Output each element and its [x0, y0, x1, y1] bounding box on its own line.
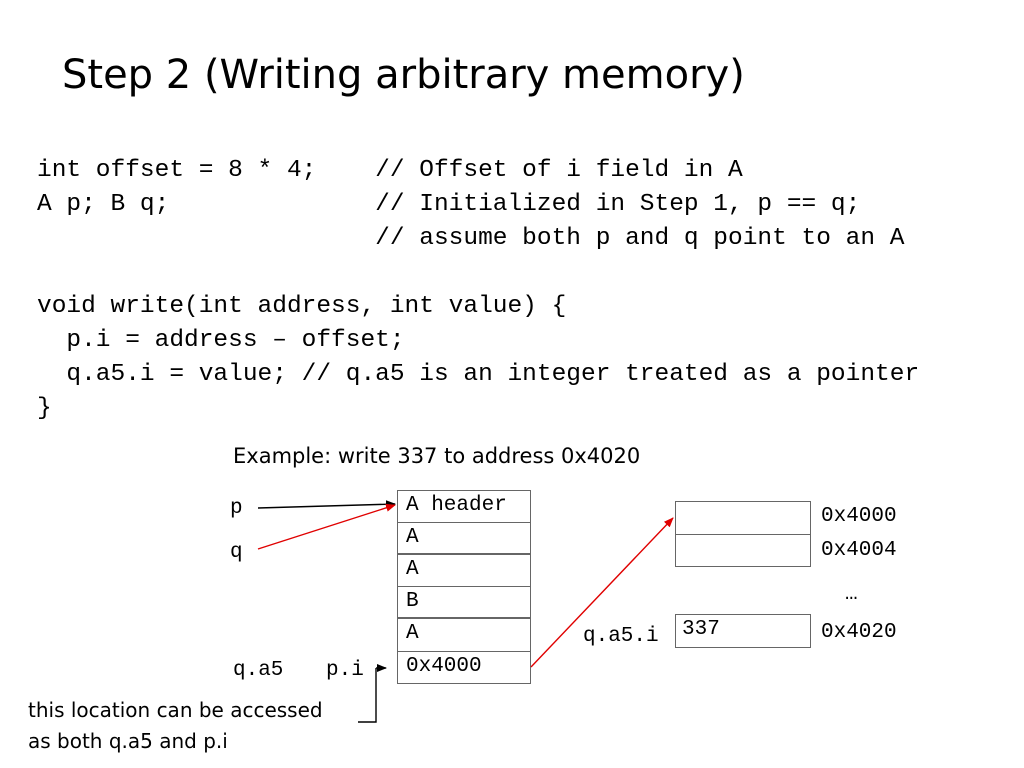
code-line: p.i = address – offset;	[37, 327, 405, 354]
example-caption: Example: write 337 to address 0x4020	[233, 444, 641, 468]
memory-cell-0x4020: 337	[675, 614, 811, 648]
q-pointer-arrow	[257, 503, 396, 550]
label-p-i: p.i	[326, 659, 364, 682]
label-q-a5: q.a5	[233, 659, 284, 682]
memory-cell-0x4004	[675, 535, 811, 567]
p-pointer-arrow	[257, 500, 396, 509]
address-label: 0x4004	[821, 539, 897, 562]
code-line: q.a5.i = value; // q.a5 is an integer tr…	[37, 361, 920, 388]
ellipsis: …	[845, 583, 858, 606]
label-q-a5-i: q.a5.i	[583, 625, 659, 648]
label-q: q	[230, 541, 243, 564]
label-p: p	[230, 497, 243, 520]
object-cell-b: B	[397, 587, 531, 618]
note-bracket	[358, 668, 377, 723]
note-text: this location can be accessed as both q.…	[28, 695, 323, 757]
address-label: 0x4020	[821, 621, 897, 644]
note-line: this location can be accessed	[28, 698, 323, 722]
code-line: int offset = 8 * 4; // Offset of i field…	[37, 157, 743, 184]
object-cell-header: A header	[397, 490, 531, 523]
code-line: void write(int address, int value) {	[37, 293, 567, 320]
note-line: as both q.a5 and p.i	[28, 729, 228, 753]
code-block: int offset = 8 * 4; // Offset of i field…	[37, 154, 919, 426]
object-cell-a: A	[397, 618, 531, 652]
object-cell-a: A	[397, 523, 531, 554]
address-label: 0x4000	[821, 505, 897, 528]
code-line: A p; B q; // Initialized in Step 1, p ==…	[37, 191, 861, 218]
code-line: // assume both p and q point to an A	[37, 225, 905, 252]
memory-cell-0x4000	[675, 501, 811, 535]
code-line: }	[37, 395, 52, 422]
slide-title: Step 2 (Writing arbitrary memory)	[62, 52, 745, 98]
object-cell-a5-pointer: 0x4000	[397, 652, 531, 684]
a5-pointer-arrow	[530, 517, 674, 668]
object-cell-a: A	[397, 554, 531, 587]
